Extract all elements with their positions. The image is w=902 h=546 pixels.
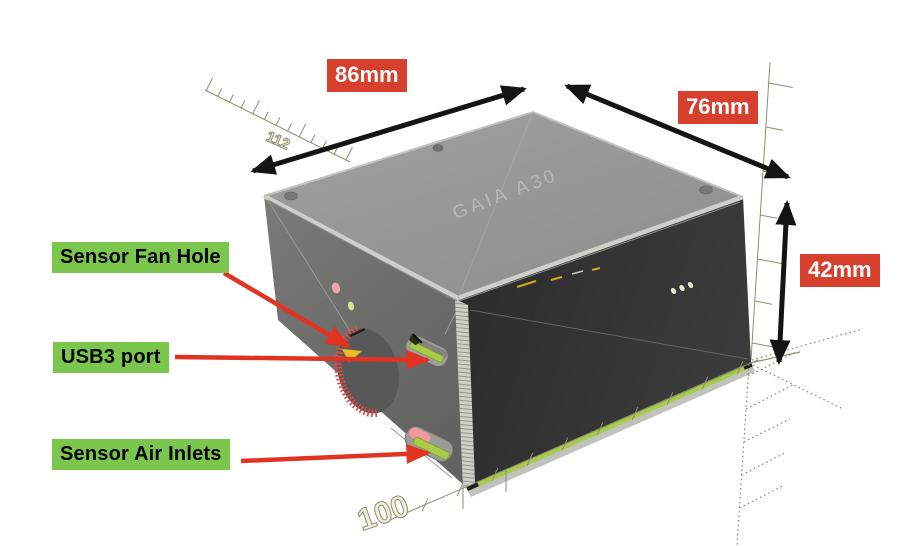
pcb-edge-strip [477, 365, 745, 487]
pink-indicator-dot [331, 282, 341, 294]
top-edge-light-dash [571, 270, 584, 275]
pointer-arrows [174, 271, 431, 464]
fan-connector [341, 348, 363, 363]
front-edge-strip [455, 299, 475, 489]
status-dots [670, 281, 694, 295]
right-face [458, 197, 751, 487]
dimension-arrow-width-86mm [250, 85, 527, 175]
fan-hole [334, 325, 399, 418]
right-face-crease [469, 309, 749, 360]
ruler-marker-112: 112 [263, 128, 292, 153]
top-edge-yellow-dashes [516, 267, 601, 288]
feature-label-sensor-fan-hole: Sensor Fan Hole [52, 242, 229, 273]
feature-label-sensor-air-inlets: Sensor Air Inlets [52, 439, 230, 470]
dimension-arrows [250, 83, 797, 365]
top-face-seam [267, 199, 741, 302]
green-indicator-dot [347, 301, 355, 311]
axis-dotted-lines [736, 328, 863, 546]
dimension-label-depth: 76mm [678, 91, 758, 125]
pointer-arrow-air-inlets [240, 444, 431, 464]
pointer-arrow-fan-hole [222, 271, 351, 348]
dimension-arrow-height-42mm [769, 200, 797, 365]
dimension-label-height: 42mm [800, 254, 880, 288]
feature-label-usb3-port: USB3 port [53, 342, 169, 373]
air-inlet-slot [404, 426, 454, 462]
ruler-marker-100: 100 [353, 488, 413, 538]
dimension-label-width: 86mm [327, 59, 407, 93]
ruler-bottom [389, 359, 759, 521]
pointer-arrow-usb3 [174, 349, 431, 370]
device-box: GAIA A30 [262, 110, 755, 497]
dimension-arrow-depth-76mm [564, 83, 791, 180]
